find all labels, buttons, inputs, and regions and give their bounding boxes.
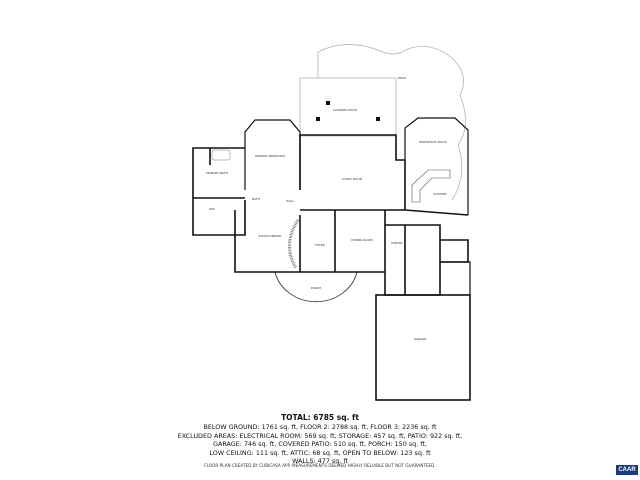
column bbox=[326, 101, 330, 105]
area-line: EXCLUDED AREAS: ELECTRICAL ROOM: 569 sq.… bbox=[177, 431, 463, 440]
caar-logo: CAAR bbox=[616, 465, 638, 475]
covered-patio-outline bbox=[299, 77, 397, 137]
room-label: PANTRY bbox=[391, 241, 403, 245]
porch-arc bbox=[274, 271, 358, 303]
room-label: DINING ROOM bbox=[351, 238, 373, 242]
column bbox=[316, 117, 320, 121]
room-label: PORCH bbox=[311, 286, 321, 290]
area-line: BELOW GROUND: 1761 sq. ft, FLOOR 2: 2788… bbox=[203, 423, 437, 431]
room-label: GARAGE bbox=[414, 337, 427, 341]
bathtub bbox=[211, 149, 231, 161]
room-label: DECK bbox=[398, 76, 407, 80]
column bbox=[376, 117, 380, 121]
room-label: FOYER bbox=[315, 243, 325, 247]
living-walls bbox=[299, 134, 469, 216]
room-label: WIC bbox=[209, 207, 215, 211]
garage-side bbox=[440, 261, 471, 295]
disclaimer: FLOOR PLAN CREATED BY CUBICASA APP. MEAS… bbox=[204, 463, 436, 468]
room-label: LIVING ROOM bbox=[342, 177, 363, 181]
total-area: TOTAL: 6785 sq. ft bbox=[281, 413, 359, 422]
area-breakdown: BELOW GROUND: 1761 sq. ft, FLOOR 2: 2788… bbox=[0, 423, 640, 466]
room-label: PRIMARY BATH bbox=[206, 171, 228, 175]
area-line: GARAGE: 746 sq. ft, COVERED PATIO: 510 s… bbox=[213, 440, 427, 449]
lower-walls bbox=[234, 210, 469, 296]
room-label: BATH bbox=[252, 197, 260, 201]
floor-plan: DECK COVERED PATIO PRIMARY BEDROOM PRIMA… bbox=[192, 44, 471, 401]
room-label: STUDY/LIBRARY bbox=[258, 234, 281, 238]
room-label: KITCHEN bbox=[434, 192, 447, 196]
primary-suite-walls bbox=[192, 147, 246, 236]
deck-outline bbox=[317, 44, 466, 201]
room-label: COVERED PATIO bbox=[333, 108, 358, 112]
garage-walls bbox=[375, 294, 471, 401]
kitchen-island bbox=[411, 169, 451, 203]
room-label: PRIMARY BEDROOM bbox=[255, 154, 285, 158]
room-label: BREAKFAST NOOK bbox=[419, 140, 447, 144]
staircase bbox=[288, 219, 300, 269]
breakfast-nook-walls bbox=[404, 117, 469, 215]
room-label: HALL bbox=[286, 199, 294, 203]
area-line: WALLS: 477 sq. ft bbox=[291, 457, 349, 466]
area-line: LOW CEILING: 111 sq. ft, ATTIC: 68 sq. f… bbox=[209, 448, 431, 457]
